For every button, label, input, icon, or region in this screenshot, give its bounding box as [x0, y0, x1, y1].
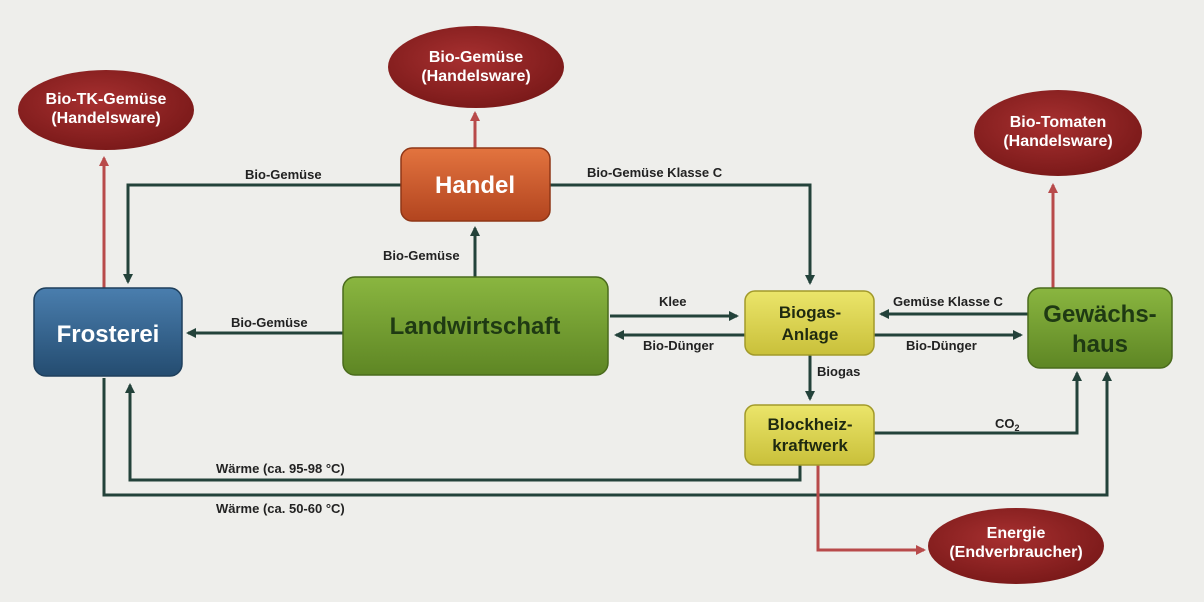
- output-tk-gemuese-line2: (Handelsware): [51, 110, 160, 127]
- node-handel: Handel: [400, 147, 551, 222]
- output-energie-line1: Energie: [987, 525, 1046, 542]
- label-biodunger-right: Bio-Dünger: [906, 338, 977, 353]
- node-blockheizkraftwerk: Blockheiz- kraftwerk: [744, 404, 875, 466]
- node-bhkw-line2: kraftwerk: [772, 436, 848, 455]
- output-bio-gemuese: Bio-Gemüse (Handelsware): [388, 26, 564, 108]
- node-biogas-line2: Anlage: [782, 325, 839, 344]
- label-co2: CO2: [995, 416, 1020, 433]
- label-handel-biogas: Bio-Gemüse Klasse C: [587, 165, 723, 180]
- node-bhkw-line1: Blockheiz-: [767, 415, 852, 434]
- label-gemuese-klasse-c: Gemüse Klasse C: [893, 294, 1003, 309]
- node-handel-label: Handel: [435, 172, 515, 199]
- node-gewaechshaus-line1: Gewächs-: [1043, 301, 1156, 328]
- node-biogas-anlage: Biogas- Anlage: [744, 290, 875, 356]
- label-handel-frosterei: Bio-Gemüse: [245, 167, 322, 182]
- label-biodunger-left: Bio-Dünger: [643, 338, 714, 353]
- label-landwirtschaft-frosterei: Bio-Gemüse: [231, 315, 308, 330]
- node-frosterei: Frosterei: [33, 287, 183, 377]
- edge-waerme-frosterei: [125, 383, 802, 482]
- output-energie: Energie (Endverbraucher): [928, 508, 1104, 584]
- arrow-bhkw-energie: [816, 465, 926, 555]
- label-biogas: Biogas: [817, 364, 860, 379]
- node-frosterei-label: Frosterei: [57, 321, 160, 348]
- node-biogas-line1: Biogas-: [779, 303, 841, 322]
- node-landwirtschaft: Landwirtschaft: [342, 276, 609, 376]
- output-energie-line2: (Endverbraucher): [949, 544, 1082, 561]
- label-waerme-95-98: Wärme (ca. 95-98 °C): [216, 461, 345, 476]
- label-klee: Klee: [659, 294, 686, 309]
- edge-handel-frosterei: [123, 183, 403, 284]
- edge-handel-biogas: [550, 183, 815, 285]
- output-bio-gemuese-line1: Bio-Gemüse: [429, 49, 523, 66]
- output-bio-gemuese-line2: (Handelsware): [421, 68, 530, 85]
- node-gewaechshaus-line2: haus: [1072, 331, 1128, 358]
- output-bio-tomaten-line1: Bio-Tomaten: [1010, 114, 1107, 131]
- node-gewaechshaus: Gewächs- haus: [1027, 287, 1173, 369]
- label-landwirtschaft-handel: Bio-Gemüse: [383, 248, 460, 263]
- edge-waerme-gewaechshaus: [102, 371, 1112, 497]
- output-tk-gemuese-line1: Bio-TK-Gemüse: [46, 91, 167, 108]
- node-landwirtschaft-label: Landwirtschaft: [390, 313, 561, 340]
- output-bio-tomaten-line2: (Handelsware): [1003, 133, 1112, 150]
- edge-bhkw-gewaechshaus: [874, 371, 1082, 435]
- label-waerme-50-60: Wärme (ca. 50-60 °C): [216, 501, 345, 516]
- output-tk-gemuese: Bio-TK-Gemüse (Handelsware): [18, 70, 194, 150]
- output-bio-tomaten: Bio-Tomaten (Handelsware): [974, 90, 1142, 176]
